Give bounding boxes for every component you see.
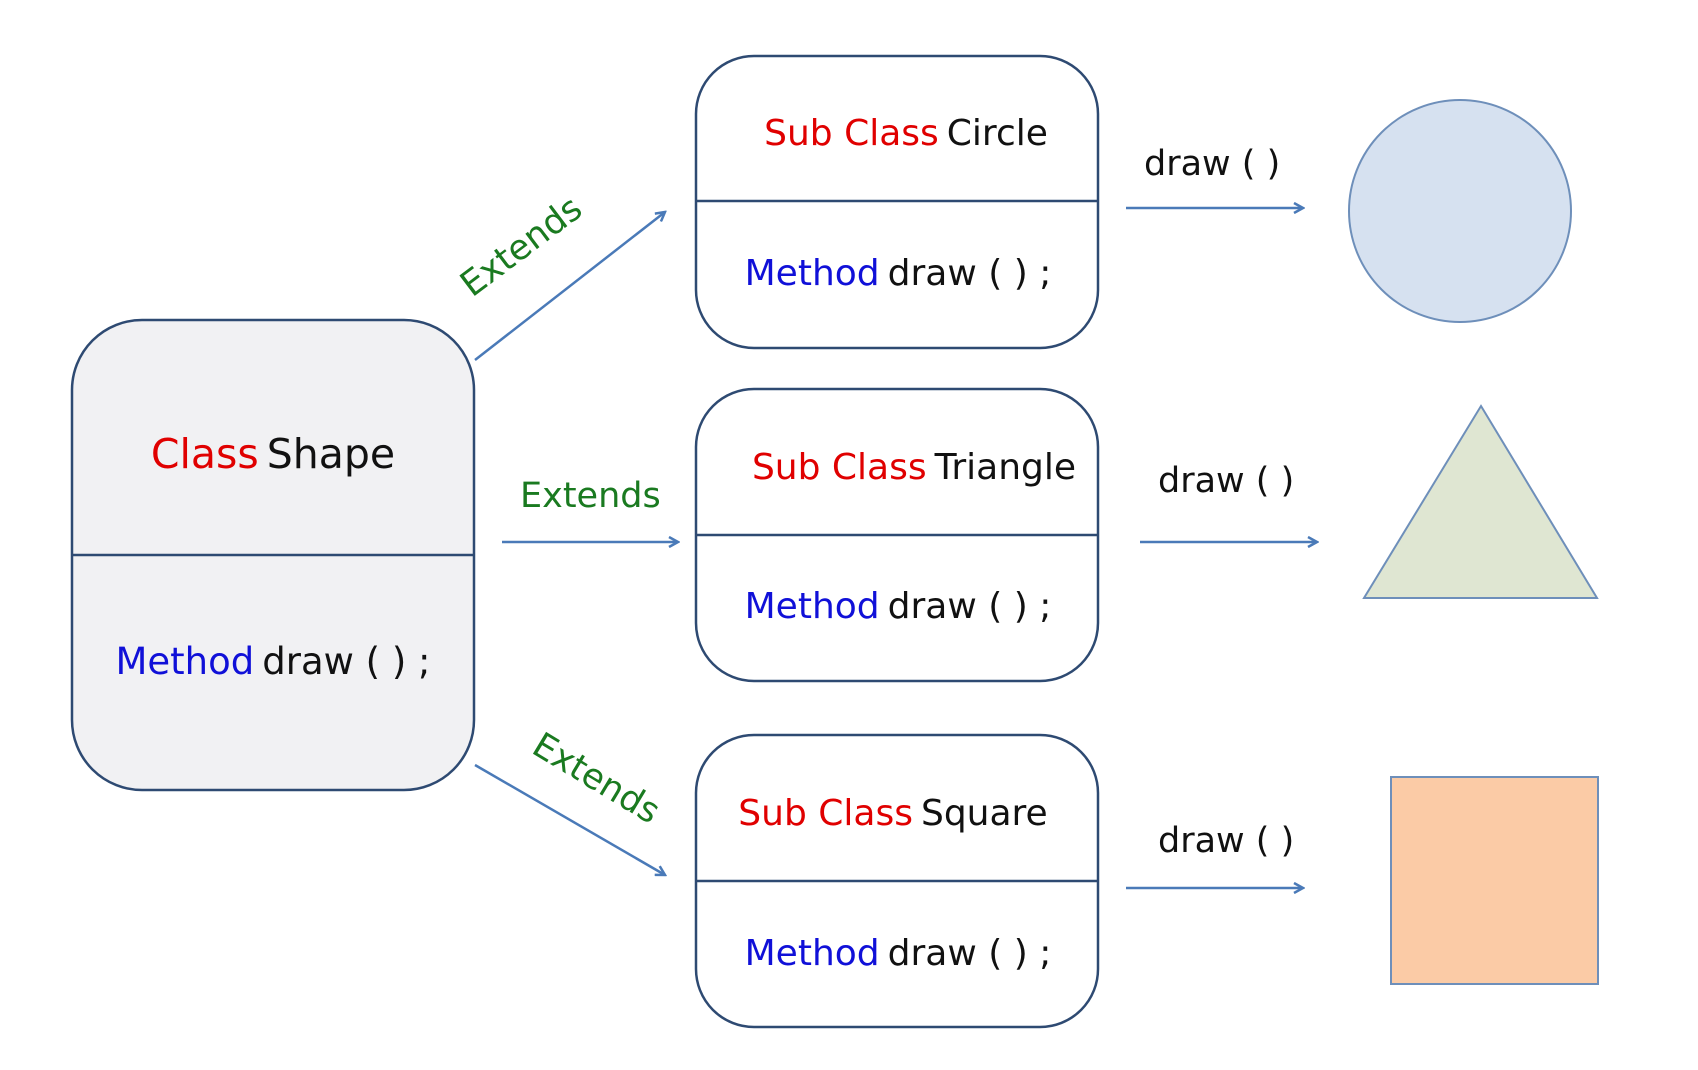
square-shape xyxy=(1390,776,1599,985)
draw-label-triangle: draw ( ) xyxy=(1158,461,1294,501)
draw-label-square: draw ( ) xyxy=(1158,821,1294,861)
extends-arrow-circle xyxy=(474,212,665,361)
triangle-shape xyxy=(1362,404,1599,599)
extends-label-square: Extends xyxy=(525,725,666,832)
draw-label-circle: draw ( ) xyxy=(1144,144,1280,184)
extends-arrow-square xyxy=(474,763,665,875)
circle-shape xyxy=(1348,99,1572,323)
extends-label-triangle: Extends xyxy=(520,476,661,516)
